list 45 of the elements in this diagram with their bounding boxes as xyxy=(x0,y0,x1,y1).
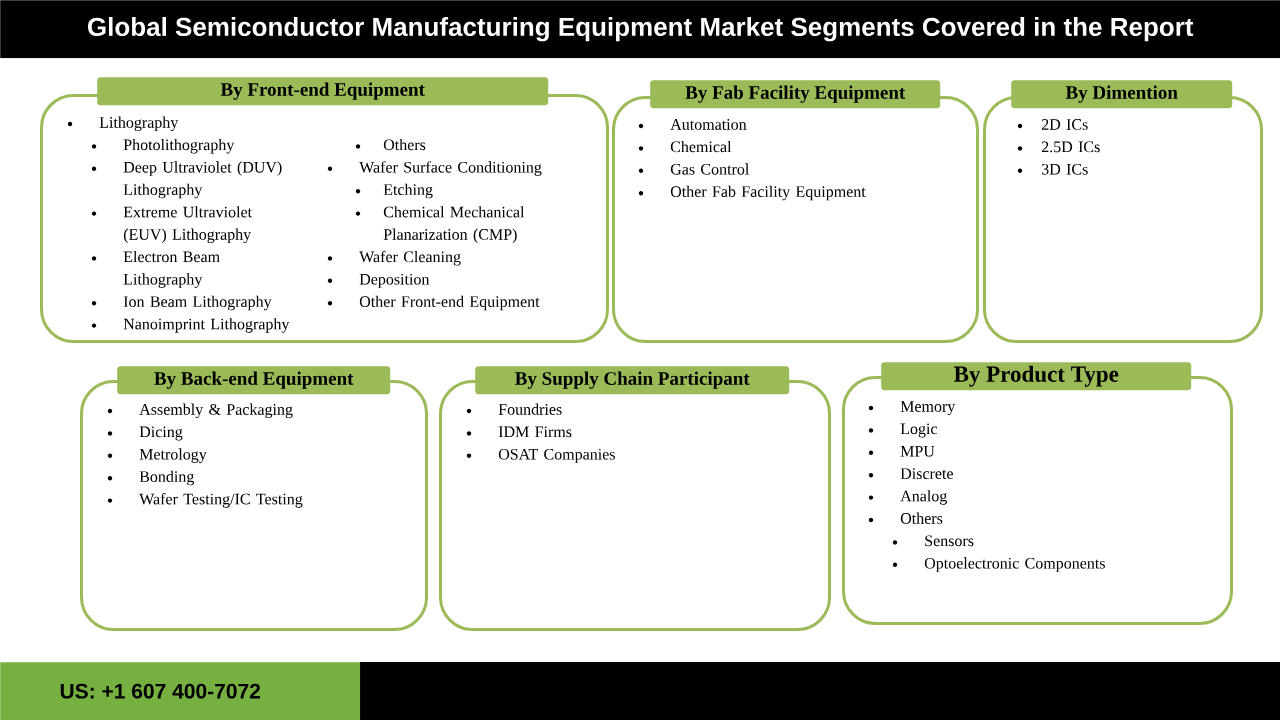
list-item: Memory xyxy=(868,401,956,416)
card-heading: By Product Type xyxy=(881,362,1192,391)
card-heading: By Front-end Equipment xyxy=(97,77,549,106)
list-item: Chemical Mechanical Planarization (CMP) xyxy=(355,206,525,244)
list-item: Assembly & Packaging xyxy=(107,403,293,419)
list-item: Logic xyxy=(868,423,938,438)
list-item: Other Front-end Equipment xyxy=(327,295,540,311)
list-item: 2.5D ICs xyxy=(1017,141,1100,153)
list-item: Automation xyxy=(638,119,747,130)
phone-number: US: +1 607 400-7072 xyxy=(0,662,361,720)
card-heading: By Fab Facility Equipment xyxy=(650,80,941,109)
list-item: Bonding xyxy=(107,470,195,486)
list-item: Wafer Surface Conditioning xyxy=(327,161,542,176)
list-item: Metrology xyxy=(107,448,207,463)
list-item: Ion Beam Lithography xyxy=(91,295,272,311)
list-item: Dicing xyxy=(107,426,183,441)
list-item: Wafer Testing/IC Testing xyxy=(107,493,303,508)
list-item: Extreme Ultraviolet (EUV) Lithography xyxy=(91,206,252,244)
list-item: Analog xyxy=(868,490,947,505)
list-item: 3D ICs xyxy=(1017,163,1088,175)
list-item: Discrete xyxy=(868,468,953,479)
card-heading: By Back-end Equipment xyxy=(117,366,391,395)
list-item: Sensors xyxy=(892,535,974,547)
list-item: Deposition xyxy=(327,273,430,288)
list-item: Photolithography xyxy=(91,138,235,154)
list-item: Wafer Cleaning xyxy=(327,250,461,266)
list-item: MPU xyxy=(868,446,935,457)
list-item: Gas Control xyxy=(638,163,749,175)
list-item: Foundries xyxy=(466,403,562,415)
list-item: Chemical xyxy=(638,140,732,153)
title-bar: Global Semiconductor Manufacturing Equipment Market Segments Covered in the Report xyxy=(0,0,1280,59)
card-heading: By Supply Chain Participant xyxy=(475,366,790,395)
list-item: Electron Beam Lithography xyxy=(91,250,220,288)
list-item: Deep Ultraviolet (DUV) Lithography xyxy=(91,161,282,199)
list-item: Etching xyxy=(355,183,433,199)
list-item: Other Fab Facility Equipment xyxy=(638,185,866,201)
list-item: Others xyxy=(868,512,943,524)
list-item: OSAT Companies xyxy=(466,448,615,463)
card-heading: By Dimention xyxy=(1011,80,1233,109)
list-item: Optoelectronic Components xyxy=(892,557,1105,572)
list-item: Lithography xyxy=(67,116,179,132)
list-item: Nanoimprint Lithography xyxy=(91,318,290,333)
list-item: 2D ICs xyxy=(1017,119,1088,130)
list-item: IDM Firms xyxy=(466,426,572,438)
list-item: Others xyxy=(355,138,426,151)
